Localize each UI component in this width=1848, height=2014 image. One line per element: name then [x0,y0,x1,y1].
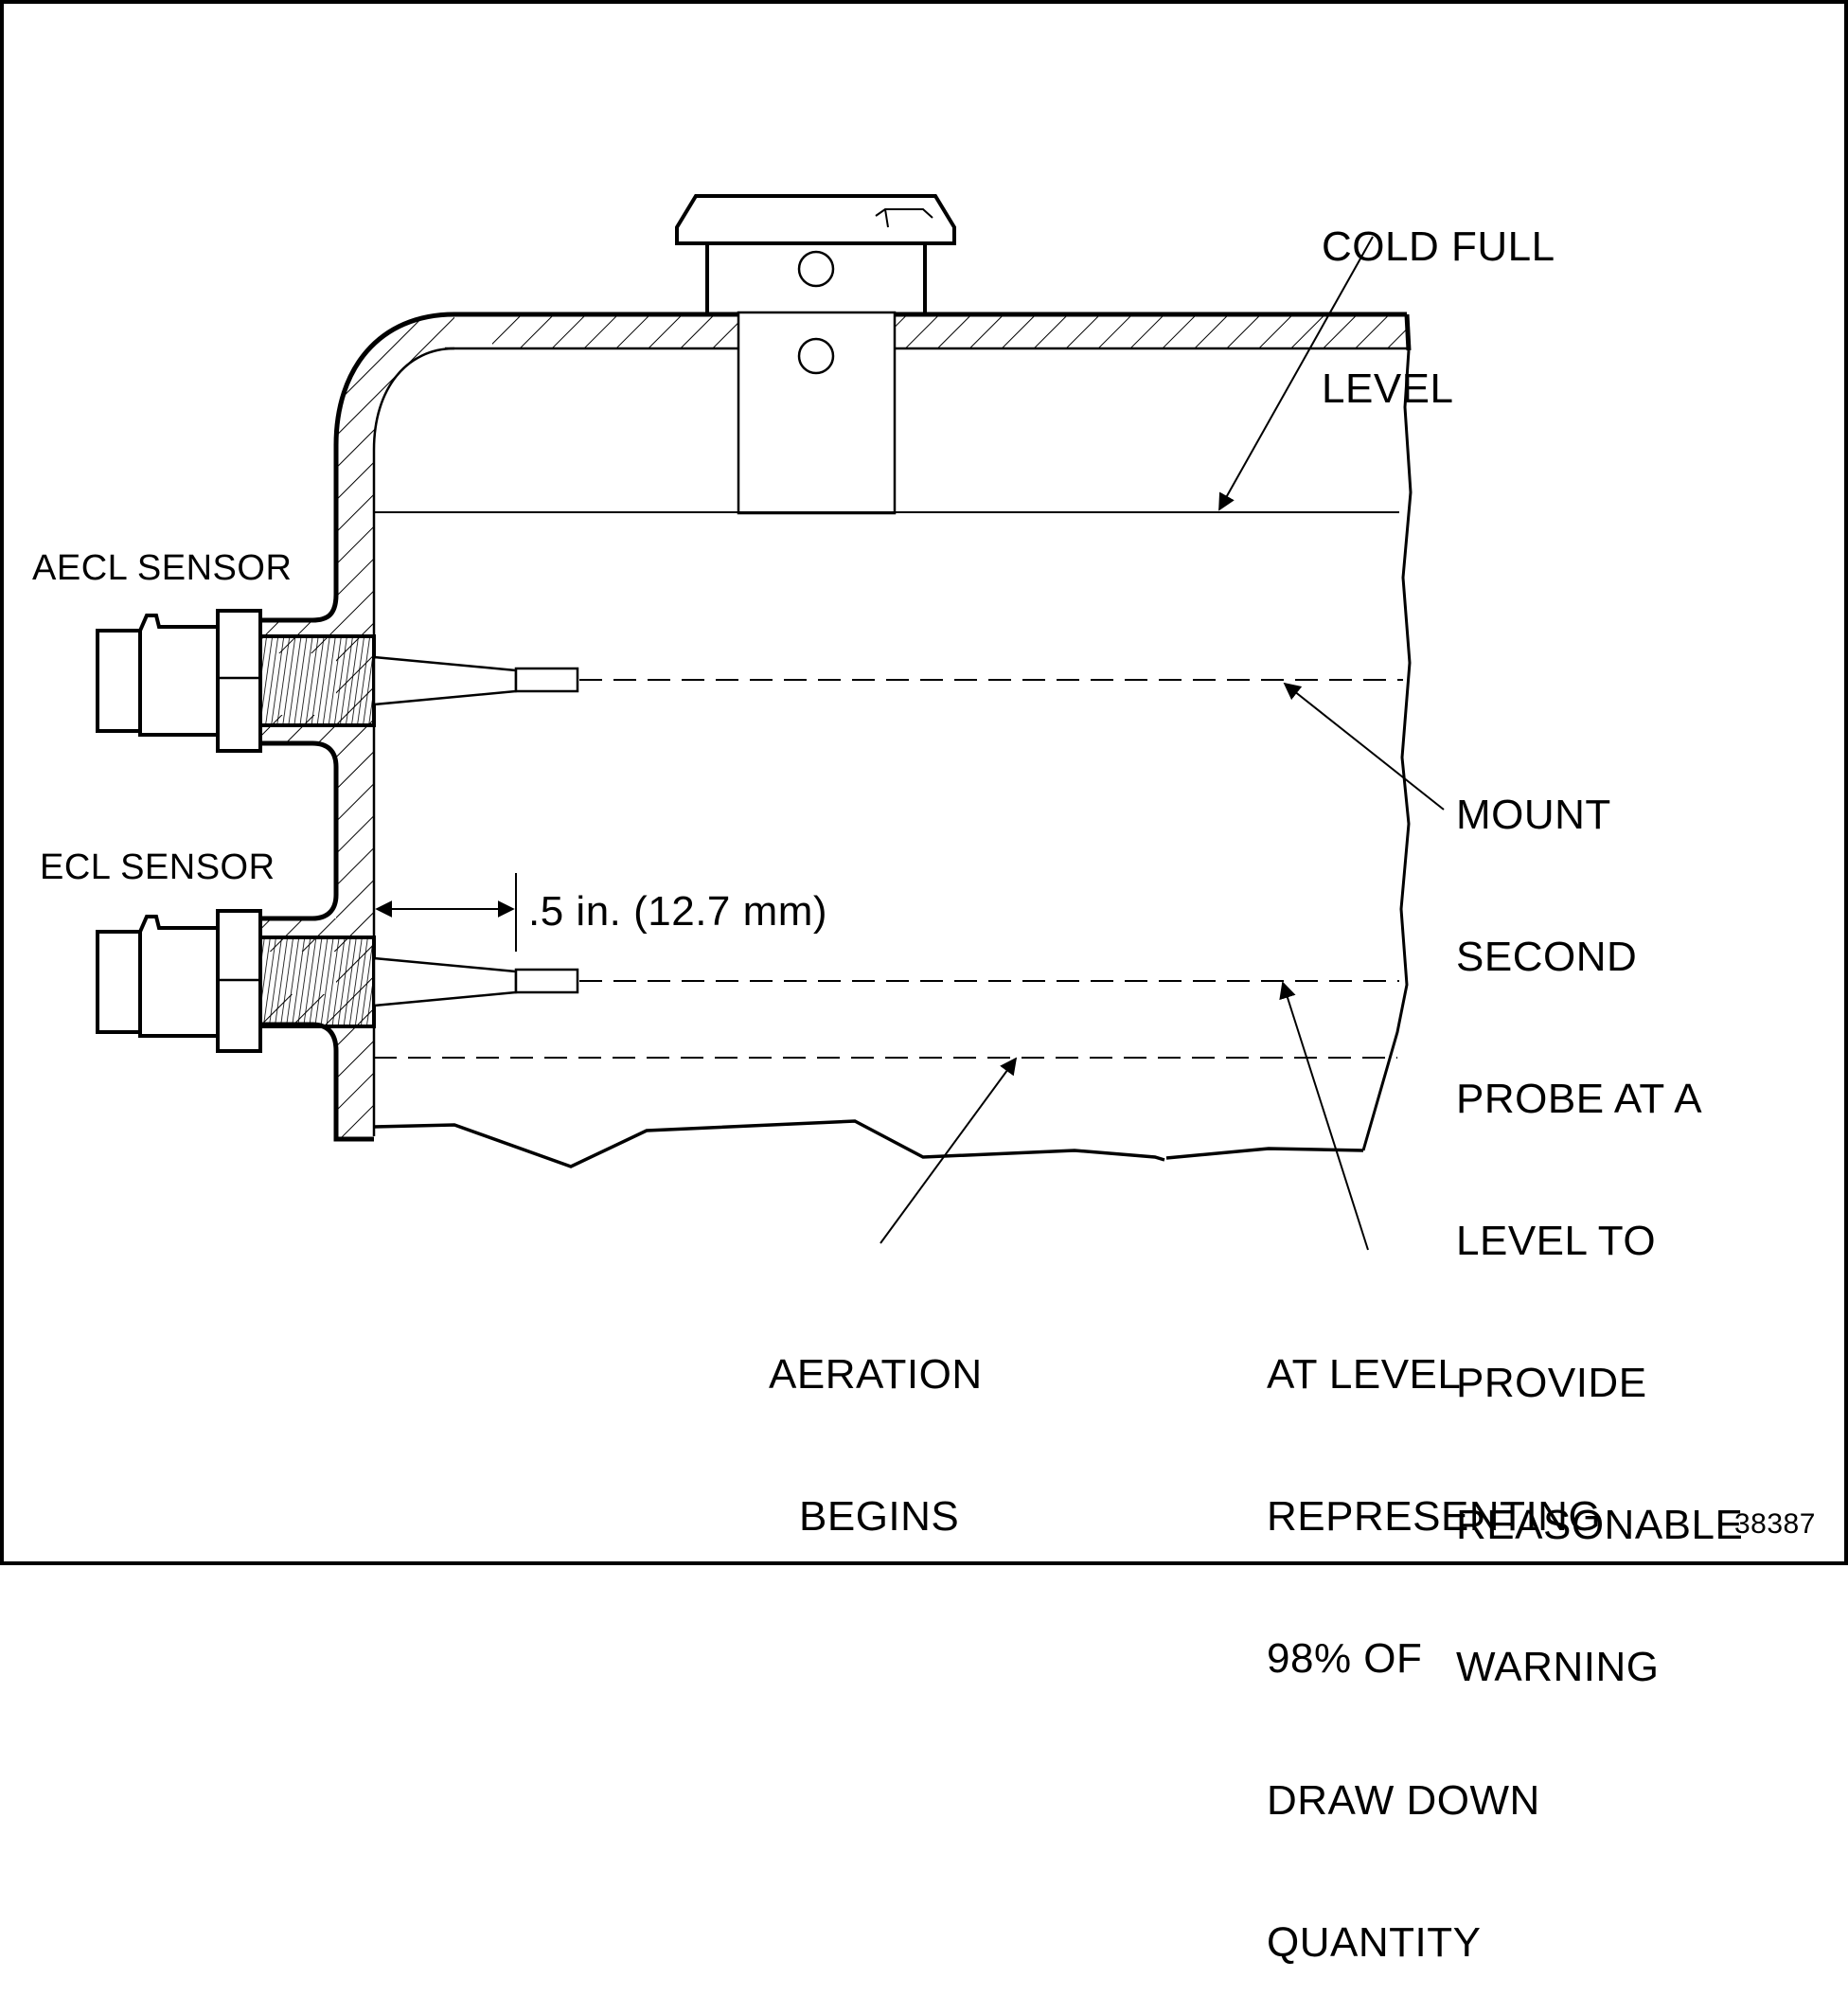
mount-line-5: PROVIDE [1456,1360,1647,1406]
mount-line-1: MOUNT [1456,792,1611,838]
mount-line-6: REASONABLE [1456,1502,1744,1548]
mount-line-2: SECOND [1456,934,1638,980]
aecl-sensor [96,609,579,753]
mount-line-4: LEVEL TO [1456,1218,1657,1264]
tank-right-break-edge [1361,349,1413,1151]
at-level-line-5: QUANTITY [1267,1919,1482,1966]
cold-full-level-line-2: LEVEL [1322,365,1454,412]
at-level-line-4: DRAW DOWN [1267,1777,1540,1824]
coolant-tank-drawing [96,194,1445,1251]
mount-line-3: PROBE AT A [1456,1076,1703,1122]
cold-full-level-line-1: COLD FULL [1322,223,1555,270]
cold-full-level-label: COLD FULL LEVEL [1322,129,1555,460]
at-level-line-2: REPRESENTING [1267,1493,1602,1540]
aeration-leader-arrow [880,1057,1018,1244]
at-level-label: AT LEVEL REPRESENTING 98% OF DRAW DOWN Q… [1267,1257,1601,2014]
figure-number: 38387 [1734,1508,1816,1540]
at-level-line-3: 98% OF [1267,1635,1423,1682]
cold-full-leader-arrow [1218,236,1374,511]
ecl-sensor [96,909,579,1053]
mount-second-probe-label: MOUNT SECOND PROBE AT A LEVEL TO PROVIDE… [1456,697,1743,1738]
aeration-line-1: AERATION [769,1351,983,1398]
aeration-begins-label: AERATION BEGINS [769,1257,983,1588]
tank-top-wall [445,312,1412,351]
filler-neck [705,241,927,515]
dimension-label: .5 in. (12.7 mm) [528,888,828,935]
aeration-line-2: BEGINS [799,1493,960,1540]
filler-cap [675,194,956,245]
dimension-marker [375,873,517,952]
at-level-line-1: AT LEVEL [1267,1351,1462,1398]
tank-bottom-break-edge [373,1119,1364,1168]
aecl-sensor-label: AECL SENSOR [32,548,293,588]
draw-down-leader-arrow [1279,981,1369,1251]
mount-probe-leader-arrow [1283,682,1445,811]
ecl-sensor-label: ECL SENSOR [40,847,275,887]
